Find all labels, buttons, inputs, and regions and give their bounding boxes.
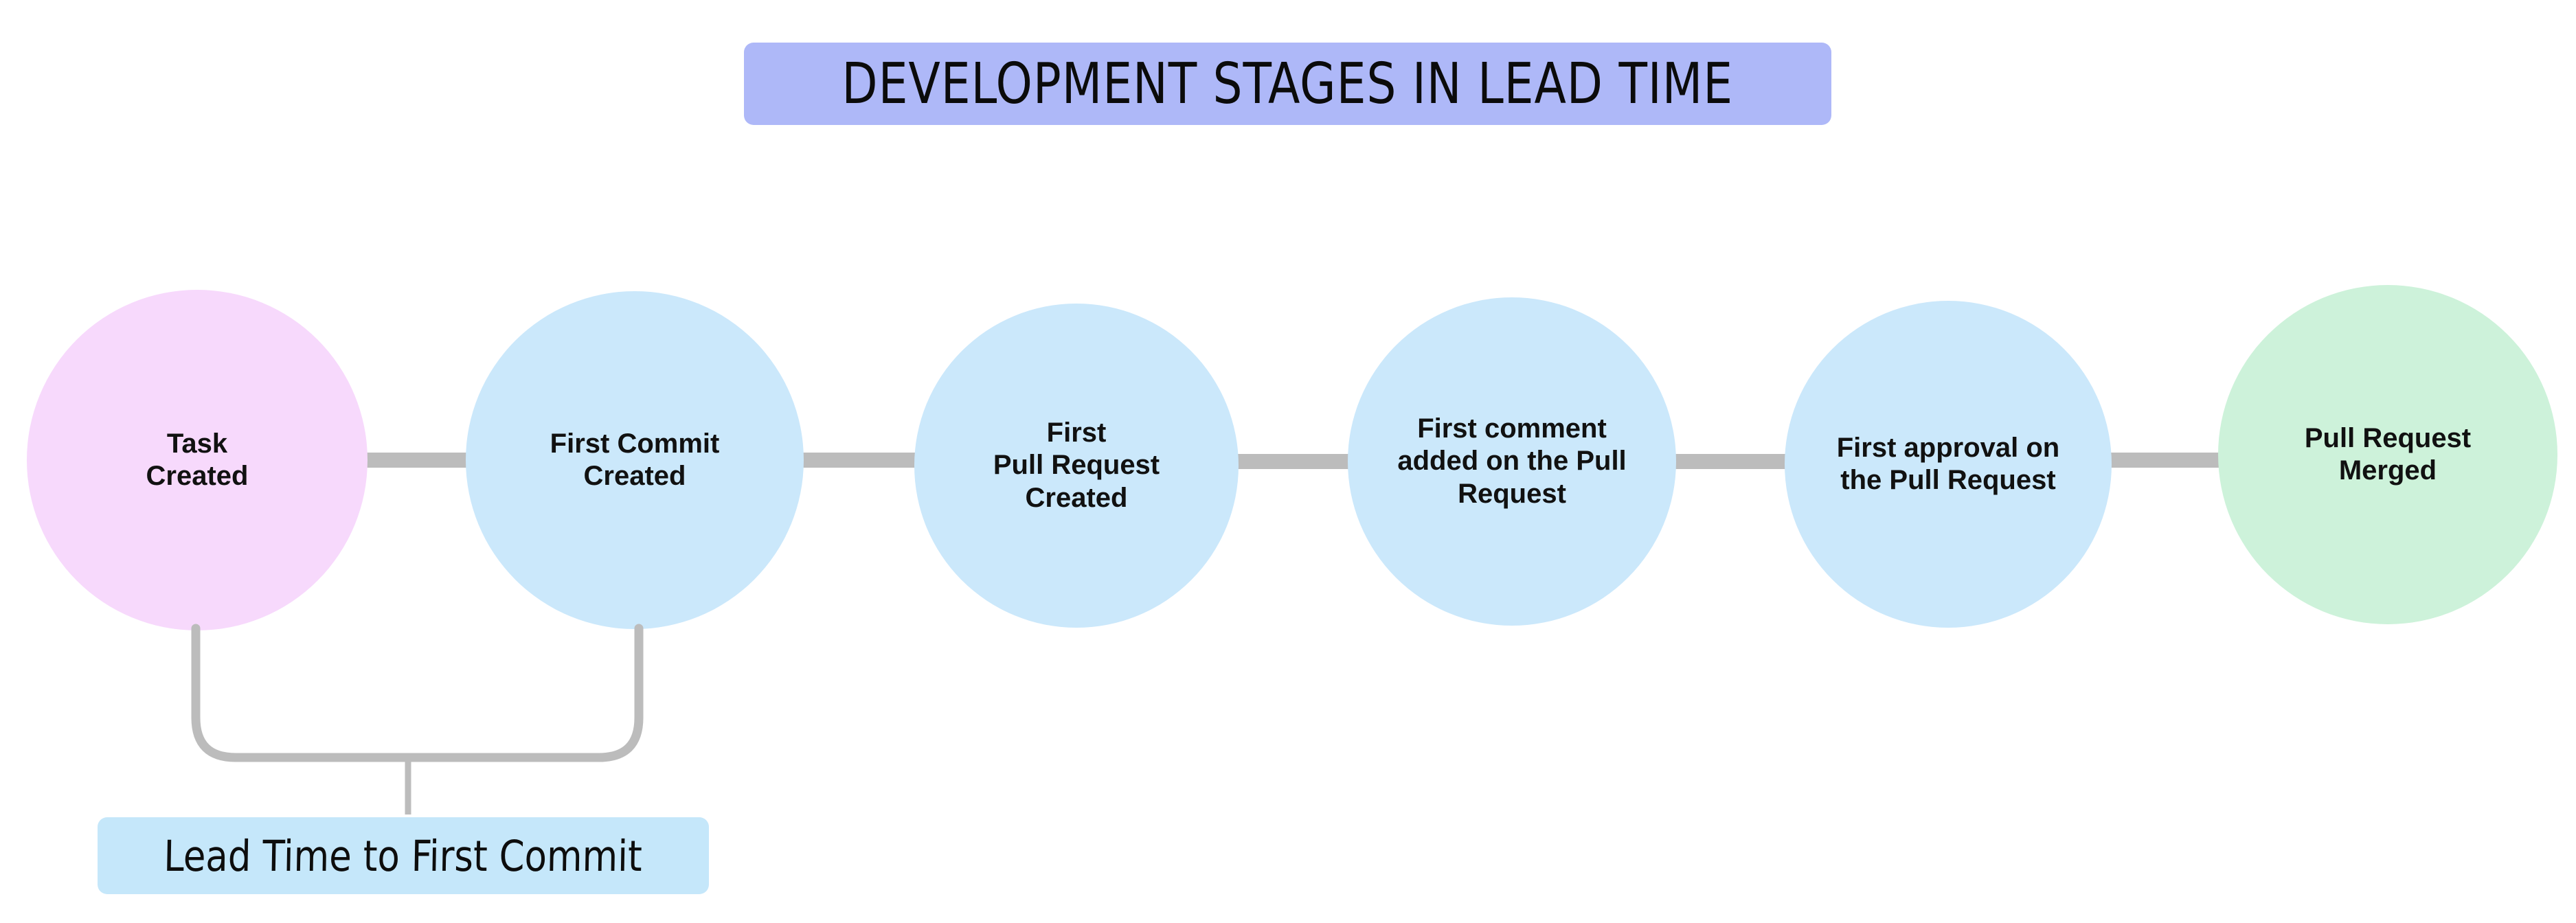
connector-commit-to-pr xyxy=(799,453,919,468)
stage-node-first-approval-label: First approval on the Pull Request xyxy=(1836,432,2060,495)
lead-time-label-chip[interactable]: Lead Time to First Commit xyxy=(98,817,709,894)
bracket-u-path xyxy=(191,624,644,762)
stage-node-first-commit-created[interactable]: First Commit Created xyxy=(466,291,804,629)
stage-node-first-pull-request-created-label: First Pull Request Created xyxy=(993,418,1160,513)
stage-node-task-created[interactable]: Task Created xyxy=(27,290,368,630)
stage-node-pull-request-merged[interactable]: Pull Request Merged xyxy=(2218,285,2557,624)
stage-node-first-comment-added-label: First comment added on the Pull Request xyxy=(1397,413,1627,509)
stage-node-first-approval[interactable]: First approval on the Pull Request xyxy=(1785,301,2112,628)
page-title: DEVELOPMENT STAGES IN LEAD TIME xyxy=(841,51,1734,117)
connector-approval-to-merged xyxy=(2108,453,2223,468)
stage-node-pull-request-merged-label: Pull Request Merged xyxy=(2304,422,2472,486)
page-title-banner: DEVELOPMENT STAGES IN LEAD TIME xyxy=(744,43,1831,125)
lead-time-bracket xyxy=(191,624,644,814)
stage-node-first-pull-request-created[interactable]: First Pull Request Created xyxy=(914,304,1239,628)
stage-node-first-commit-created-label: First Commit Created xyxy=(550,428,720,491)
lead-time-label-text: Lead Time to First Commit xyxy=(163,830,643,881)
stage-node-task-created-label: Task Created xyxy=(146,428,249,491)
connector-pr-to-comment xyxy=(1234,454,1353,469)
connector-comment-to-approval xyxy=(1672,454,1787,469)
stage-node-first-comment-added[interactable]: First comment added on the Pull Request xyxy=(1348,297,1676,626)
connector-task-to-commit xyxy=(359,453,473,468)
